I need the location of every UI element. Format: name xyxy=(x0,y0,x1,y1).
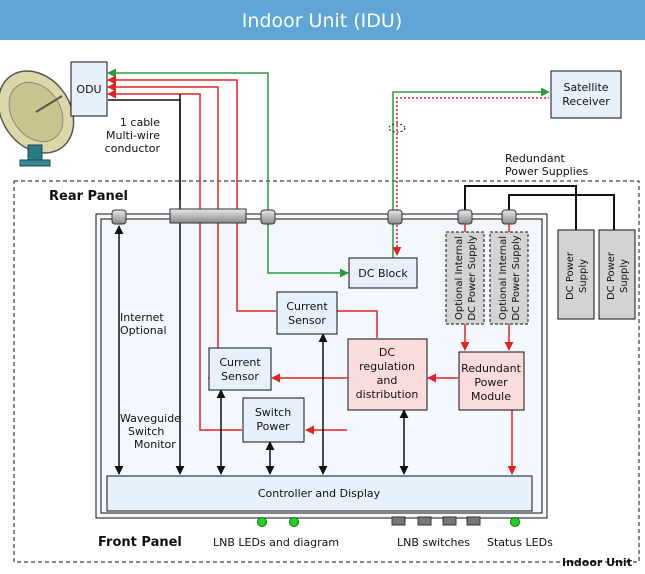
dc-power-supply-a-label-1: DC Power xyxy=(565,251,576,300)
dc-power-supply-b-label-1: DC Power xyxy=(606,251,617,300)
internal-power-lines xyxy=(271,224,517,475)
status-led xyxy=(510,517,520,527)
redundant-power-supplies-label-1: Redundant xyxy=(505,152,566,165)
current-sensor-lower-label-1: Current xyxy=(219,356,261,369)
dc-power-supply-b-box xyxy=(598,229,636,320)
current-sensor-upper-label-2: Sensor xyxy=(288,314,326,327)
coax-loop-icon xyxy=(388,123,406,133)
status-leds-label: Status LEDs xyxy=(487,536,553,549)
control-lines xyxy=(114,225,409,475)
dc-regulation-box xyxy=(347,338,428,411)
optional-dc-supply-a-label-2: DC Power Supply xyxy=(467,235,478,320)
title-background xyxy=(0,0,645,40)
odu-box xyxy=(70,61,108,117)
internet-optional-label-1: Internet xyxy=(120,311,164,324)
optional-dc-supply-a-label-1: Optional Internal xyxy=(454,236,465,320)
switch-power-label-1: Switch xyxy=(255,406,291,419)
cable-note-3: conductor xyxy=(105,142,161,155)
dc-on-coax-line xyxy=(392,97,549,256)
switch-power-label-2: Power xyxy=(256,420,290,433)
odu-multiwire-line xyxy=(108,99,181,200)
connector-multiwire xyxy=(169,208,247,224)
redundant-power-module-label-1: Redundant xyxy=(461,362,522,375)
controller-display-box xyxy=(106,475,533,512)
dc-power-supply-a-label-2: Supply xyxy=(578,259,589,293)
waveguide-label-3: Monitor xyxy=(134,438,176,451)
redundant-supply-lines xyxy=(464,185,615,230)
redundant-power-module-label-2: Power xyxy=(474,376,508,389)
optional-dc-supply-a-box xyxy=(445,231,485,325)
lnb-switch-4 xyxy=(466,516,481,526)
satellite-receiver-box xyxy=(550,70,622,119)
dc-block-box xyxy=(348,257,418,289)
cable-note-1: 1 cable xyxy=(120,116,160,129)
current-sensor-lower-box xyxy=(208,347,272,391)
dc-regulation-label-2: regulation xyxy=(359,360,415,373)
satellite-receiver-label-1: Satellite xyxy=(563,81,608,94)
redundant-power-supplies-label-2: Power Supplies xyxy=(505,165,589,178)
front-panel-label: Front Panel xyxy=(98,535,182,550)
page-title: Indoor Unit (IDU) xyxy=(242,10,403,32)
connector-power-b xyxy=(501,209,517,225)
current-sensor-lower-label-2: Sensor xyxy=(221,370,259,383)
connector-receiver-rf xyxy=(387,209,403,225)
connector-internet xyxy=(111,209,127,225)
rear-panel-label: Rear Panel xyxy=(49,189,128,204)
lnb-switch-1 xyxy=(391,516,406,526)
dc-power-supply-a-box xyxy=(557,229,595,320)
cable-note-2: Multi-wire xyxy=(106,129,160,142)
indoor-unit-boundary xyxy=(13,180,640,563)
optional-dc-supply-b-box xyxy=(489,231,529,325)
redundant-power-module-box xyxy=(458,351,525,411)
lnb-switch-3 xyxy=(442,516,457,526)
dc-regulation-label-1: DC xyxy=(379,346,395,359)
optional-dc-supply-b-label-2: DC Power Supply xyxy=(511,235,522,320)
current-sensor-upper-box xyxy=(276,291,338,335)
internet-optional-label-2: Optional xyxy=(120,324,167,337)
satellite-dish-icon xyxy=(0,70,75,167)
dc-regulation-label-3: and xyxy=(377,374,398,387)
odu-label: ODU xyxy=(76,83,101,96)
dc-block-label: DC Block xyxy=(358,267,408,280)
waveguide-label-1: Waveguide xyxy=(120,412,181,425)
lnb-switch-2 xyxy=(417,516,432,526)
indoor-unit-label: Indoor Unit xyxy=(562,556,632,569)
connector-power-a xyxy=(457,209,473,225)
connector-odu-rf xyxy=(260,209,276,225)
satellite-receiver-label-2: Receiver xyxy=(562,95,610,108)
switch-power-box xyxy=(242,397,305,443)
lnb-switches-label: LNB switches xyxy=(397,536,470,549)
dc-power-supply-b-label-2: Supply xyxy=(619,259,630,293)
redundant-power-module-label-3: Module xyxy=(471,390,511,403)
title-bar: Indoor Unit (IDU) xyxy=(0,0,645,40)
lnb-leds-label: LNB LEDs and diagram xyxy=(213,536,339,549)
rear-panel-connectors xyxy=(111,208,517,225)
optional-dc-supply-b-label-1: Optional Internal xyxy=(498,236,509,320)
controller-display-label: Controller and Display xyxy=(258,487,381,500)
lnb-led-1 xyxy=(257,517,267,527)
front-panel-indicators xyxy=(257,516,520,527)
waveguide-label-2: Switch xyxy=(128,425,164,438)
lnb-led-2 xyxy=(289,517,299,527)
current-sensor-upper-label-1: Current xyxy=(286,300,328,313)
dc-regulation-label-4: distribution xyxy=(356,388,419,401)
